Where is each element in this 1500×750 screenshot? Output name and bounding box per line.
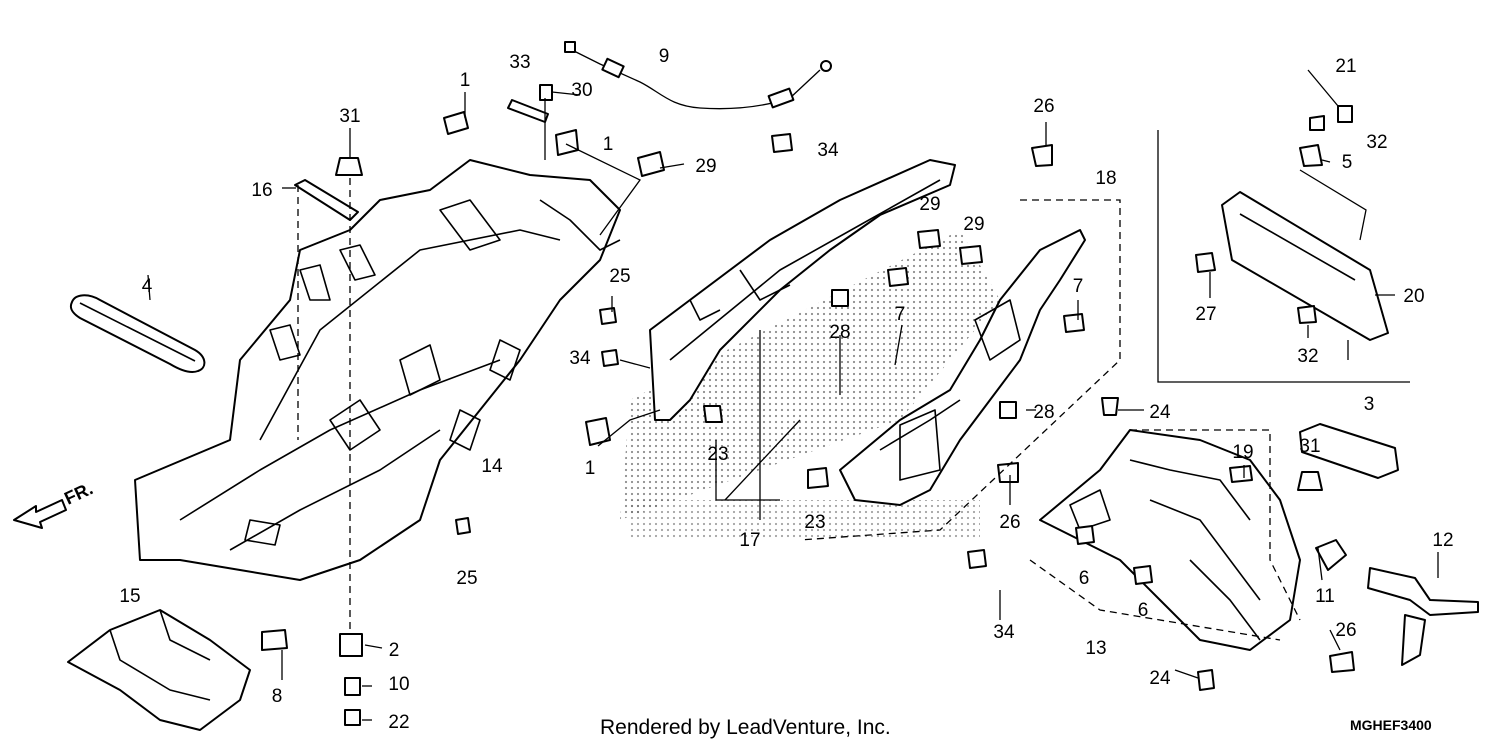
callout-34: 34 <box>569 348 591 369</box>
callout-21: 21 <box>1335 56 1356 77</box>
callout-32: 32 <box>1366 132 1387 153</box>
callout-17: 17 <box>739 530 760 551</box>
cable-part-9 <box>564 41 832 110</box>
callout-7: 7 <box>895 304 906 325</box>
callout-3: 3 <box>1364 394 1375 415</box>
stay-part-18 <box>839 229 1086 506</box>
callout-1: 1 <box>603 134 614 155</box>
callout-1: 1 <box>460 70 471 91</box>
stay-part-17 <box>649 159 956 421</box>
callout-26: 26 <box>1033 96 1054 117</box>
callout-23: 23 <box>707 444 728 465</box>
callout-23: 23 <box>804 512 825 533</box>
callout-24: 24 <box>1149 402 1171 423</box>
callout-26: 26 <box>999 512 1020 533</box>
callout-14: 14 <box>481 456 503 477</box>
reflector-part-3 <box>1299 423 1399 479</box>
callout-24: 24 <box>1149 668 1171 689</box>
callout-31: 31 <box>339 106 360 127</box>
callout-22: 22 <box>388 712 409 733</box>
callout-2: 2 <box>389 640 400 661</box>
callout-19: 19 <box>1232 442 1253 463</box>
callout-28: 28 <box>829 322 850 343</box>
callout-25: 25 <box>456 568 477 589</box>
license-plate-part-20 <box>1221 191 1389 341</box>
callout-25: 25 <box>609 266 630 287</box>
callout-5: 5 <box>1342 152 1353 173</box>
callout-6: 6 <box>1138 600 1149 621</box>
callout-29: 29 <box>963 214 984 235</box>
key-cylinder-part-12 <box>1367 567 1479 666</box>
callout-33: 33 <box>509 52 530 73</box>
clip-part-11 <box>1315 539 1347 571</box>
callout-16: 16 <box>251 180 272 201</box>
callout-1: 1 <box>585 458 596 479</box>
callout-9: 9 <box>659 46 670 67</box>
seal-part-4 <box>69 294 206 374</box>
credit-text: Rendered by LeadVenture, Inc. <box>600 716 891 739</box>
callout-13: 13 <box>1085 638 1106 659</box>
shading <box>620 230 1000 540</box>
callout-12: 12 <box>1432 530 1453 551</box>
bracket-part-15 <box>67 609 251 731</box>
diagram-code: MGHEF3400 <box>1350 717 1432 733</box>
callout-8: 8 <box>272 686 283 707</box>
inner-fender-part-14 <box>134 159 621 581</box>
front-direction-arrow-icon: FR. <box>13 478 96 529</box>
callout-4: 4 <box>142 276 153 297</box>
callout-28: 28 <box>1033 402 1054 423</box>
callout-6: 6 <box>1079 568 1090 589</box>
callout-20: 20 <box>1403 286 1424 307</box>
callout-18: 18 <box>1095 168 1116 189</box>
callout-7: 7 <box>1073 276 1084 297</box>
callout-32: 32 <box>1297 346 1318 367</box>
callout-34: 34 <box>993 622 1015 643</box>
callout-29: 29 <box>695 156 716 177</box>
callout-11: 11 <box>1315 586 1335 607</box>
strip-part-16 <box>294 179 359 221</box>
inset-frame <box>1157 130 1410 383</box>
callout-27: 27 <box>1195 304 1216 325</box>
callout-34: 34 <box>817 140 839 161</box>
callout-15: 15 <box>119 586 140 607</box>
callout-31: 31 <box>1299 436 1320 457</box>
callout-26: 26 <box>1335 620 1356 641</box>
callout-29: 29 <box>919 194 940 215</box>
plate-bracket-part-13 <box>1039 429 1301 651</box>
svg-text:FR.: FR. <box>61 478 96 508</box>
callout-10: 10 <box>388 674 409 695</box>
callout-30: 30 <box>571 80 592 101</box>
hardware <box>261 84 1355 726</box>
callouts: 1 1 1 2 3 4 5 6 6 7 7 8 9 10 11 12 13 14… <box>119 46 1453 733</box>
leader-lines <box>147 69 1439 721</box>
